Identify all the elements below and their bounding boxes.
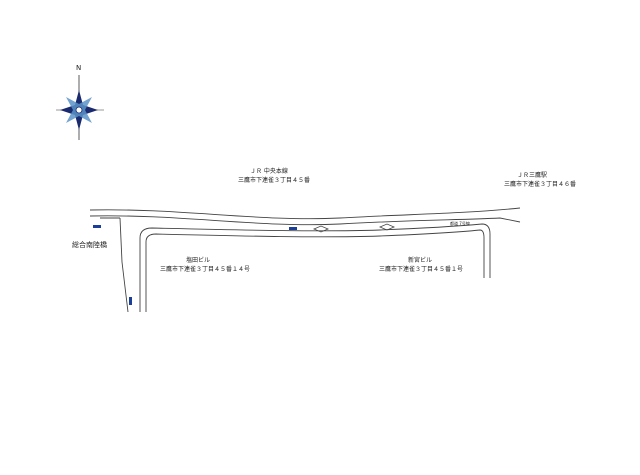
road-diamond-left <box>312 225 330 233</box>
block-inner-edge <box>145 229 485 312</box>
marker-side-road <box>129 297 132 305</box>
building-left-name: 塩田ビル <box>186 256 210 264</box>
side-road <box>100 217 129 313</box>
block-outer-edge <box>139 223 491 312</box>
jr-line-address: 三鷹市下連雀３丁目４５番 <box>238 176 310 184</box>
compass-center <box>75 106 83 114</box>
block-outline <box>139 223 491 312</box>
main-road-south-edge <box>89 215 521 226</box>
building-right-name: 新宮ビル <box>408 256 432 264</box>
main-road <box>89 207 521 226</box>
street-tag: 都道 7号線 <box>450 220 470 226</box>
marker-crossing <box>93 225 101 228</box>
marker-road-center <box>289 227 297 230</box>
jr-station-address: 三鷹市下連雀３丁目４６番 <box>504 180 576 188</box>
compass-rose: N <box>56 64 104 140</box>
jr-station-name: ＪＲ三鷹駅 <box>517 171 547 179</box>
main-road-north-edge <box>89 207 521 220</box>
building-right-address: 三鷹市下連雀３丁目４５番１号 <box>379 265 463 273</box>
building-left-address: 三鷹市下連雀３丁目４５番１４号 <box>160 265 250 273</box>
side-road-west-edge <box>119 217 129 313</box>
jr-line-name: ＪＲ 中央本線 <box>250 167 288 175</box>
compass-north-label: N <box>76 64 81 72</box>
road-diamond-right <box>378 223 396 231</box>
crossing-name: 総合南陸橋 <box>72 240 107 249</box>
